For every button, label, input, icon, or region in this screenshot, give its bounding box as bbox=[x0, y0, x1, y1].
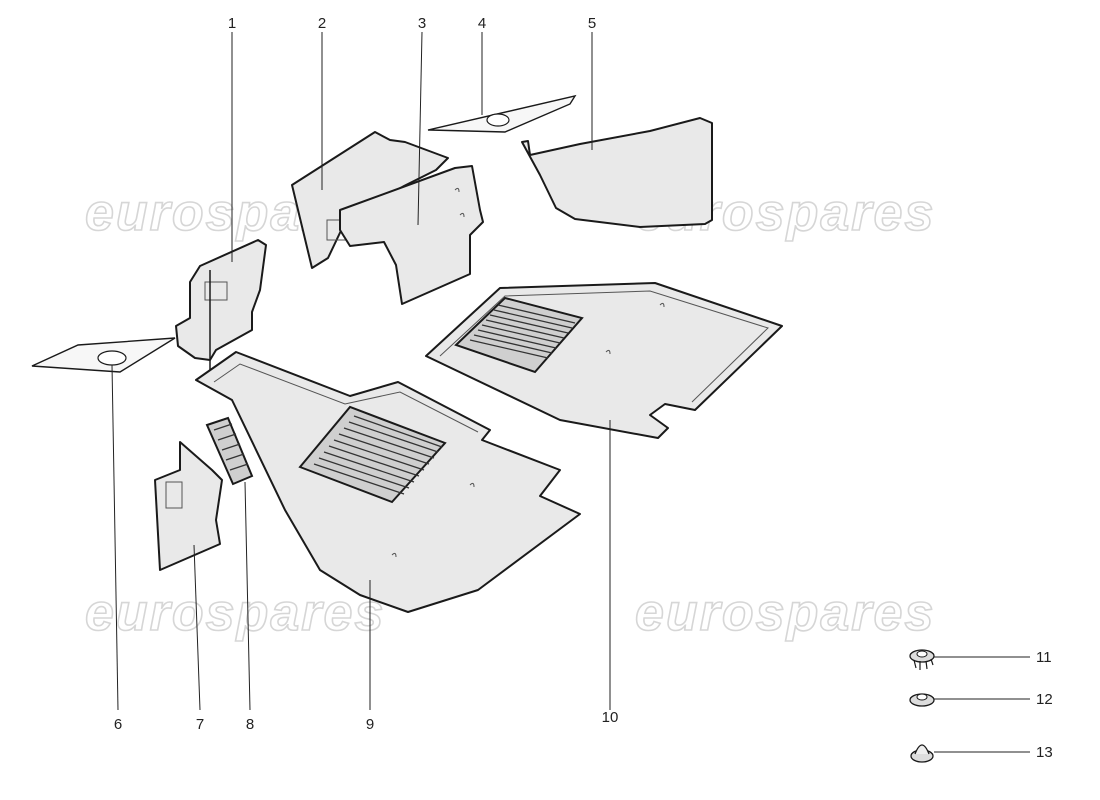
callout-3: 3 bbox=[418, 15, 426, 32]
callout-6: 6 bbox=[114, 716, 122, 733]
callout-labels: 1 2 3 4 5 6 7 8 9 10 11 12 13 bbox=[114, 15, 1053, 761]
callout-8: 8 bbox=[246, 716, 254, 733]
callout-2: 2 bbox=[318, 15, 326, 32]
callout-5: 5 bbox=[588, 15, 596, 32]
part-4-plate bbox=[427, 94, 577, 133]
callout-10: 10 bbox=[602, 709, 619, 726]
callout-12: 12 bbox=[1036, 691, 1053, 708]
part-3-panel bbox=[339, 165, 484, 305]
watermark-bottom-right: eurospares bbox=[635, 584, 935, 642]
callout-4: 4 bbox=[478, 15, 486, 32]
callout-1: 1 bbox=[228, 15, 236, 32]
part-5-panel bbox=[521, 117, 713, 228]
part-6-plate bbox=[31, 337, 176, 373]
part-1-panel bbox=[175, 239, 267, 370]
part-9-grille-slats bbox=[313, 415, 443, 495]
part-13-button bbox=[910, 744, 934, 763]
part-9-floor-mat bbox=[195, 351, 581, 613]
leader-7 bbox=[193, 544, 201, 711]
watermarks: eurospares eurospares eurospares eurospa… bbox=[84, 183, 935, 643]
leader-lines bbox=[111, 31, 1030, 753]
part-8-vent bbox=[205, 416, 254, 486]
leader-8 bbox=[244, 481, 251, 711]
part-10-grille-slats bbox=[469, 304, 576, 359]
part-10-floor-mat bbox=[425, 282, 783, 439]
callout-13: 13 bbox=[1036, 744, 1053, 761]
callout-9: 9 bbox=[366, 716, 374, 733]
leader-6 bbox=[111, 364, 119, 711]
callout-11: 11 bbox=[1036, 649, 1052, 666]
part-7-panel bbox=[154, 441, 223, 571]
part-11-clip bbox=[909, 649, 935, 670]
leader-3 bbox=[417, 31, 423, 226]
callout-7: 7 bbox=[196, 716, 204, 733]
watermark-bottom-left: eurospares bbox=[85, 584, 385, 642]
part-12-washer bbox=[909, 693, 935, 707]
